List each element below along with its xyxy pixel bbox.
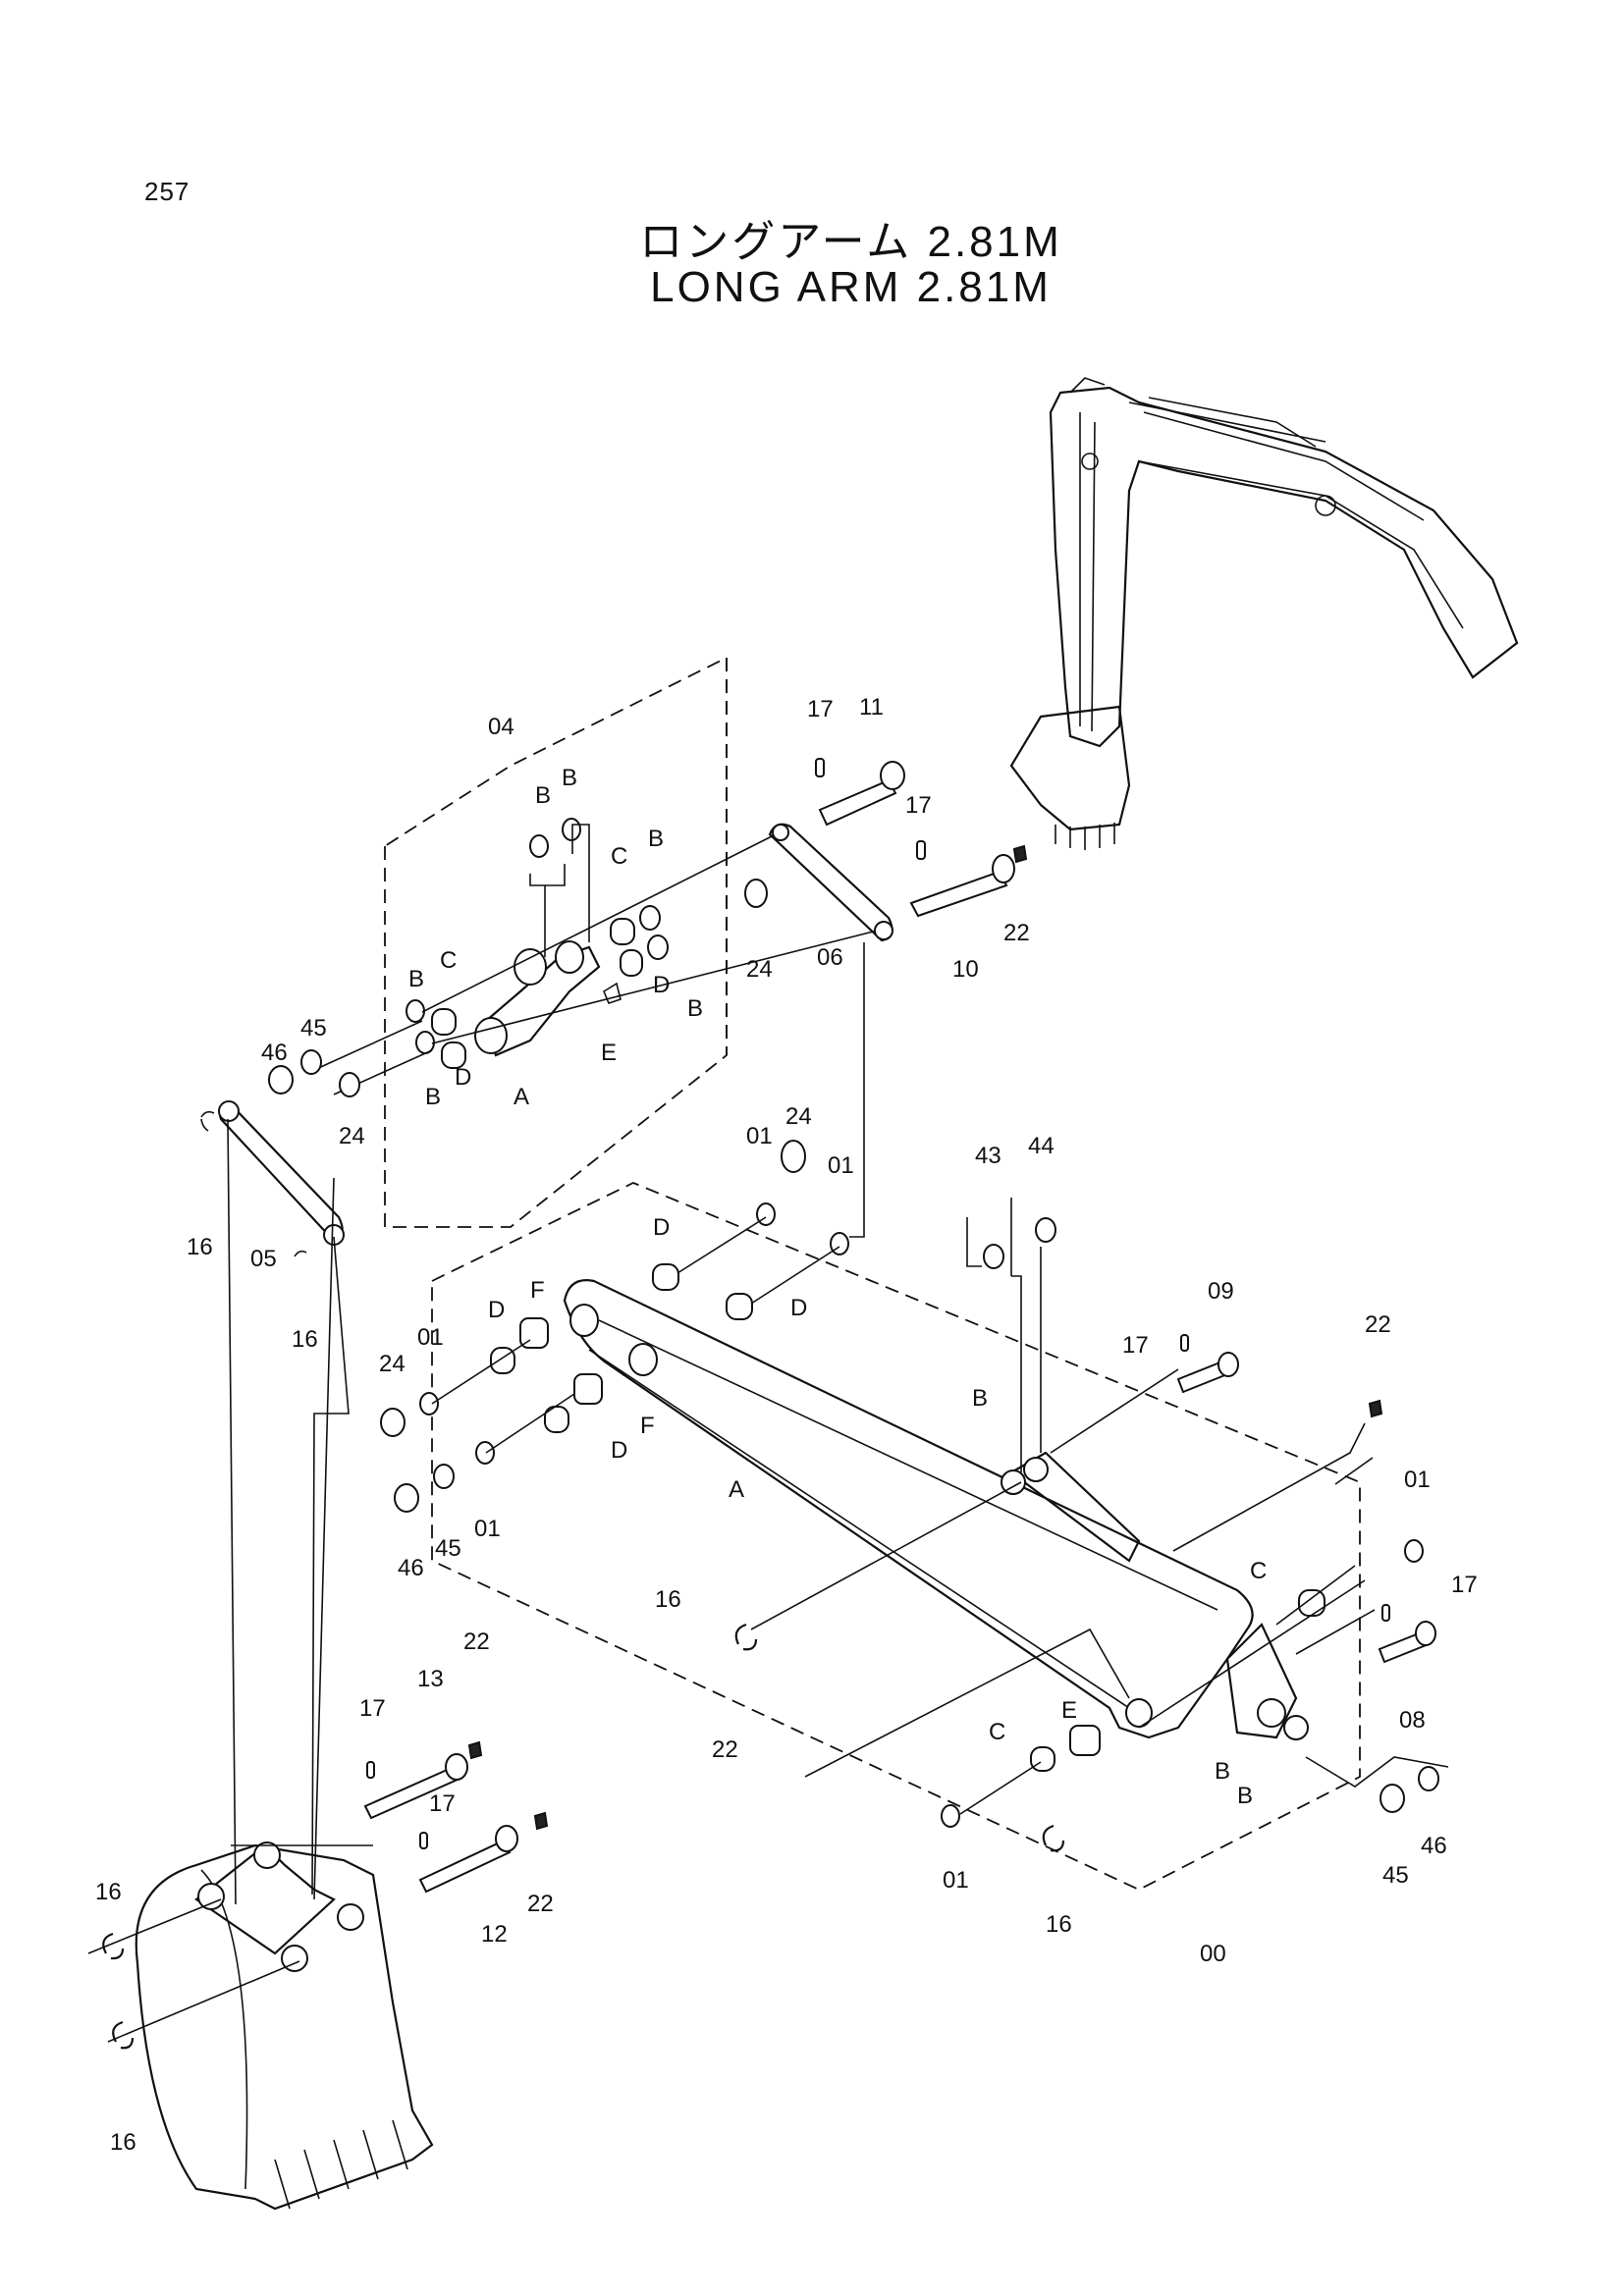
label-E2: E <box>1061 1697 1077 1724</box>
label-16a: 16 <box>187 1234 213 1260</box>
label-C3: C <box>1250 1558 1267 1584</box>
label-01f: 01 <box>943 1867 969 1894</box>
label-D1: D <box>653 972 670 998</box>
label-17f: 17 <box>429 1790 456 1817</box>
pin-13 <box>363 1740 483 1820</box>
link-05 <box>200 1100 345 1257</box>
label-46b: 46 <box>398 1555 424 1581</box>
label-01e: 01 <box>1404 1467 1431 1493</box>
label-16e: 16 <box>110 2129 136 2156</box>
bucket <box>135 1842 434 2211</box>
label-24c: 24 <box>785 1103 812 1130</box>
label-08: 08 <box>1399 1707 1426 1734</box>
label-11: 11 <box>859 694 884 721</box>
bucket-link <box>474 940 601 1057</box>
title-english: LONG ARM 2.81M <box>650 263 1052 311</box>
label-D6: D <box>611 1437 627 1464</box>
label-13: 13 <box>417 1666 444 1692</box>
label-00: 00 <box>1200 1941 1226 1967</box>
excavator-inset-illustration <box>1009 377 1519 850</box>
label-C4: C <box>989 1719 1005 1745</box>
label-17b: 17 <box>905 792 932 819</box>
label-01d: 01 <box>474 1516 501 1542</box>
label-24a: 24 <box>339 1123 365 1149</box>
arm-right-parts <box>941 1217 1439 1828</box>
label-05: 05 <box>250 1246 277 1272</box>
label-D5: D <box>488 1297 505 1323</box>
pin-11 <box>815 758 905 827</box>
label-F2: F <box>640 1413 655 1439</box>
label-17a: 17 <box>807 696 834 722</box>
label-B2: B <box>562 765 577 791</box>
label-10: 10 <box>952 956 979 983</box>
label-12: 12 <box>481 1921 508 1948</box>
pin-10 <box>909 840 1028 918</box>
label-B5: B <box>425 1084 441 1110</box>
group-04-parts <box>406 818 669 1069</box>
label-B9: B <box>1237 1783 1253 1809</box>
label-16c: 16 <box>655 1586 681 1613</box>
label-C1: C <box>611 843 627 870</box>
label-46c: 46 <box>1421 1833 1447 1859</box>
label-01b: 01 <box>828 1152 854 1179</box>
link-06 <box>768 823 893 942</box>
label-16d: 16 <box>95 1879 122 1905</box>
label-16f: 16 <box>1046 1911 1072 1938</box>
label-D3: D <box>653 1214 670 1241</box>
label-45a: 45 <box>300 1015 327 1041</box>
label-04: 04 <box>488 714 514 740</box>
label-22e: 22 <box>527 1891 554 1917</box>
label-E1: E <box>601 1040 617 1066</box>
label-01a: 01 <box>746 1123 773 1149</box>
label-01c: 01 <box>417 1324 444 1351</box>
label-B1: B <box>535 782 551 809</box>
label-B4: B <box>408 966 424 992</box>
label-06: 06 <box>817 944 843 971</box>
title-japanese: ロングアーム 2.81M <box>639 218 1062 266</box>
shim-24 <box>744 879 768 908</box>
label-45b: 45 <box>435 1535 461 1562</box>
label-22a: 22 <box>1003 920 1030 946</box>
label-B7: B <box>972 1385 988 1412</box>
shim-45a <box>300 1049 322 1075</box>
label-17c: 17 <box>1122 1332 1149 1359</box>
label-A1: A <box>514 1084 529 1110</box>
pin-12 <box>418 1811 549 1894</box>
label-24d: 24 <box>379 1351 406 1377</box>
group-00-outline <box>431 1182 1361 1892</box>
label-17e: 17 <box>359 1695 386 1722</box>
page-number: 257 <box>144 177 190 206</box>
ring-16d <box>102 1932 125 1960</box>
arm-body <box>563 1279 1309 1740</box>
label-16b: 16 <box>292 1326 318 1353</box>
label-D4: D <box>790 1295 807 1321</box>
shim-24a <box>339 1072 360 1097</box>
shim-46a <box>268 1065 294 1095</box>
label-24b: 24 <box>746 956 773 983</box>
ring-16f <box>1042 1824 1065 1852</box>
label-A2: A <box>729 1476 744 1503</box>
label-C2: C <box>440 947 457 974</box>
label-B3: B <box>648 826 664 852</box>
label-09: 09 <box>1208 1278 1234 1305</box>
label-22c: 22 <box>463 1629 490 1655</box>
ring-16c <box>734 1623 758 1651</box>
label-43: 43 <box>975 1143 1001 1169</box>
label-44: 44 <box>1028 1133 1055 1159</box>
label-B6: B <box>687 995 703 1022</box>
arm-top-bushings <box>380 1140 849 1513</box>
label-F1: F <box>530 1277 545 1304</box>
assembly-leader-lines <box>87 942 1449 2043</box>
label-17d: 17 <box>1451 1572 1478 1598</box>
label-D2: D <box>455 1064 471 1091</box>
label-22b: 22 <box>1365 1311 1391 1338</box>
label-46a: 46 <box>261 1040 288 1066</box>
group-04-outline <box>384 656 728 1228</box>
label-B8: B <box>1215 1758 1230 1785</box>
label-22d: 22 <box>712 1736 738 1763</box>
label-45c: 45 <box>1382 1862 1409 1889</box>
part-labels: 04 B B C B B C D E A B D B 46 45 24 17 1… <box>95 694 1478 2156</box>
